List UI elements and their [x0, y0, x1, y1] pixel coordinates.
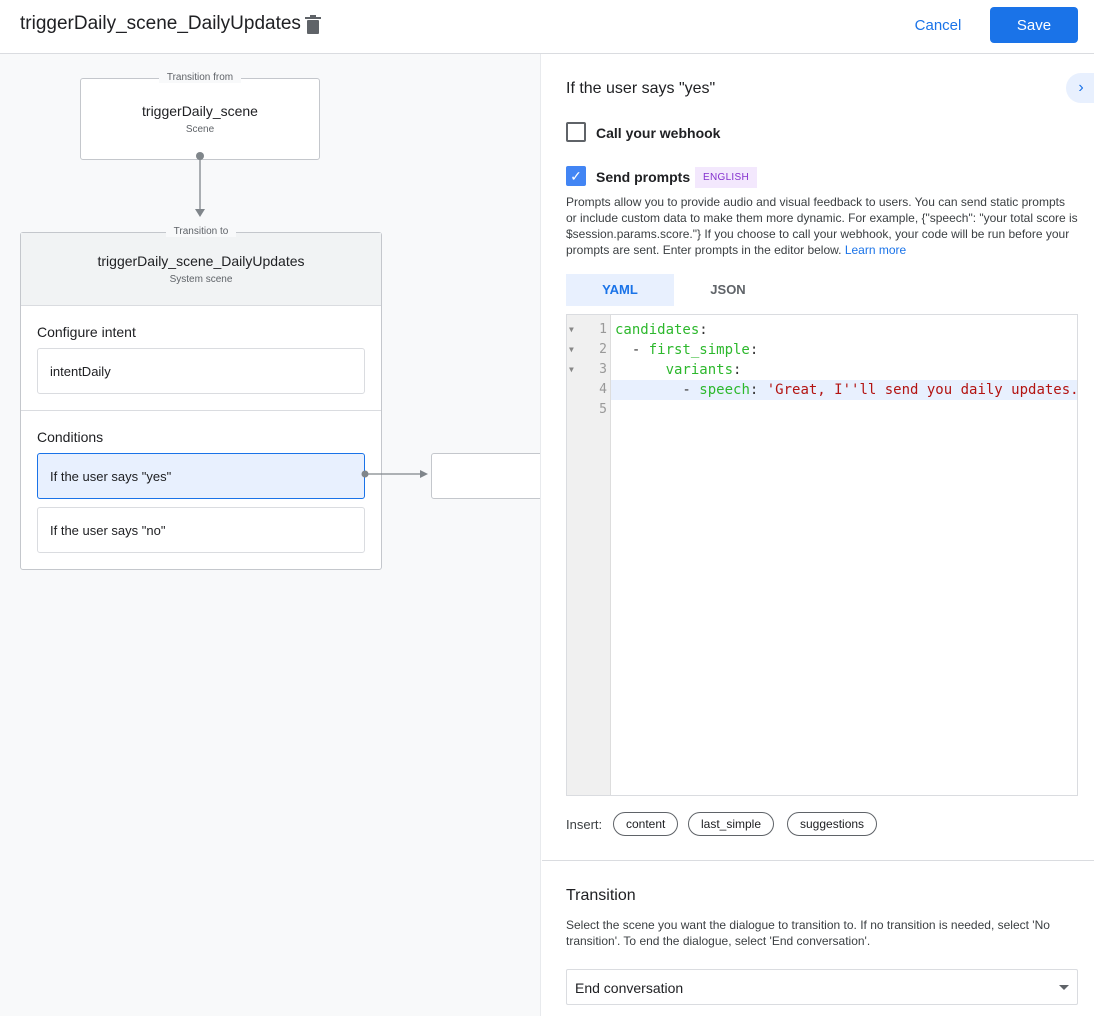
transition-title: Transition: [566, 887, 636, 904]
insert-chip-suggestions[interactable]: suggestions: [787, 812, 878, 836]
transition-from-node[interactable]: Transition from triggerDaily_scene Scene: [80, 72, 320, 160]
to-scene-name: triggerDaily_scene_DailyUpdates: [97, 253, 305, 269]
flow-canvas: Transition from triggerDaily_scene Scene…: [0, 54, 541, 1016]
trash-icon[interactable]: [304, 14, 322, 36]
from-scene-name: triggerDaily_scene: [142, 103, 258, 119]
insert-chip-last-simple[interactable]: last_simple: [688, 812, 775, 836]
panel-heading: If the user says "yes": [566, 80, 716, 97]
from-scene-type: Scene: [185, 124, 215, 135]
tab-json[interactable]: JSON: [710, 282, 746, 297]
cancel-button[interactable]: Cancel: [902, 8, 974, 42]
page-title: triggerDaily_scene_DailyUpdates: [20, 13, 301, 34]
send-prompts-checkbox[interactable]: ✓: [566, 166, 586, 186]
transition-description: Select the scene you want the dialogue t…: [566, 918, 1050, 948]
language-badge: ENGLISH: [695, 167, 758, 188]
condition-arrow: [361, 470, 428, 478]
prompts-description: Prompts allow you to provide audio and v…: [566, 195, 1078, 257]
transition-from-legend: Transition from: [158, 72, 242, 83]
send-prompts-label: Send prompts: [596, 169, 691, 185]
webhook-checkbox[interactable]: [566, 122, 586, 142]
insert-label: Insert:: [566, 817, 603, 832]
transition-to-node: Transition to triggerDaily_scene_DailyUp…: [20, 226, 382, 570]
webhook-label: Call your webhook: [596, 125, 721, 141]
transition-to-legend: Transition to: [165, 226, 237, 237]
conditions-title: Conditions: [37, 429, 104, 445]
intent-item[interactable]: intentDaily: [37, 348, 365, 394]
insert-chip-content[interactable]: content: [613, 812, 679, 836]
divider: [542, 860, 1094, 861]
transition-select[interactable]: End conversation: [566, 969, 1078, 1005]
header: triggerDaily_scene_DailyUpdates Cancel S…: [0, 0, 1094, 54]
save-button[interactable]: Save: [990, 7, 1078, 43]
transition-arrow: [195, 152, 205, 217]
chevron-right-icon[interactable]: ›: [1066, 73, 1094, 103]
learn-more-link[interactable]: Learn more: [844, 243, 907, 257]
to-scene-type: System scene: [169, 274, 233, 285]
dropdown-caret-icon: [1059, 985, 1069, 990]
configure-intent-title: Configure intent: [37, 324, 136, 340]
tab-yaml[interactable]: YAML: [566, 274, 674, 306]
condition-no[interactable]: If the user says "no": [37, 507, 365, 553]
empty-target-node[interactable]: [431, 453, 540, 499]
condition-yes[interactable]: If the user says "yes": [37, 453, 365, 499]
